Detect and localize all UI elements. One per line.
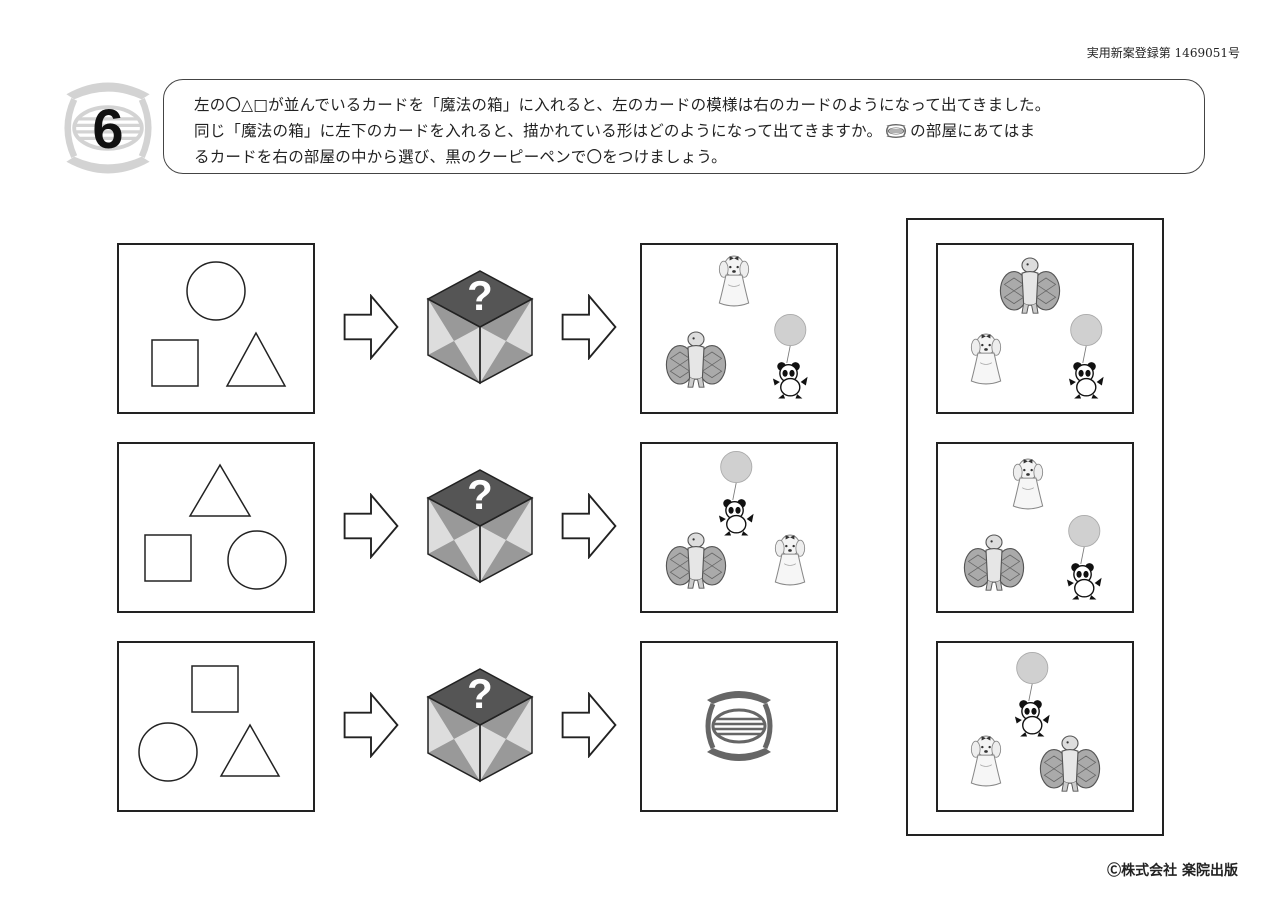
magic-box-mark: ? xyxy=(467,471,493,518)
turtle-icon xyxy=(1039,735,1101,792)
magic-box: ? xyxy=(425,266,535,386)
arrow-right-icon xyxy=(343,493,399,559)
choice-card-1[interactable] xyxy=(936,243,1134,414)
dog-icon xyxy=(970,333,1002,385)
panda-balloon-icon xyxy=(1068,313,1105,400)
output-card-row-3 xyxy=(640,641,838,812)
panda-balloon-icon xyxy=(1014,651,1051,738)
copyright: Ⓒ株式会社 楽院出版 xyxy=(1107,863,1238,879)
instruction-line-2a: 同じ「魔法の箱」に左下のカードを入れると、描かれている形はどのようになって出てき… xyxy=(194,122,883,140)
instruction-line-2: 同じ「魔法の箱」に左下のカードを入れると、描かれている形はどのようになって出てき… xyxy=(194,118,1184,144)
output-card-row-1 xyxy=(640,243,838,414)
panda-balloon-icon xyxy=(772,313,809,400)
instruction-box: 左の〇△□が並んでいるカードを「魔法の箱」に入れると、左のカードの模様は右のカー… xyxy=(163,79,1205,174)
arrow-right-icon xyxy=(561,294,617,360)
square-shape xyxy=(151,339,199,387)
patent-registration: 実用新案登録第 1469051号 xyxy=(1086,46,1240,60)
dog-icon xyxy=(970,735,1002,787)
square-shape xyxy=(144,534,192,582)
choice-card-3[interactable] xyxy=(936,641,1134,812)
arrow-right-icon xyxy=(561,692,617,758)
dog-icon xyxy=(774,534,806,586)
turtle-icon xyxy=(999,257,1061,314)
panda-balloon-icon xyxy=(718,450,755,537)
input-card-row-2 xyxy=(117,442,315,613)
room-symbol-icon xyxy=(707,691,771,761)
choice-card-2[interactable] xyxy=(936,442,1134,613)
triangle-shape xyxy=(225,331,287,387)
circle-shape xyxy=(186,261,246,321)
panda-balloon-icon xyxy=(1066,514,1103,601)
question-number: 6 xyxy=(92,96,124,160)
instruction-line-2b: の部屋にあてはま xyxy=(910,122,1036,140)
turtle-icon xyxy=(963,534,1025,591)
output-card-row-2 xyxy=(640,442,838,613)
magic-box: ? xyxy=(425,664,535,784)
dog-icon xyxy=(1012,458,1044,510)
arrow-right-icon xyxy=(343,294,399,360)
input-card-row-3 xyxy=(117,641,315,812)
question-number-badge: 6 xyxy=(56,76,160,180)
circle-shape xyxy=(138,722,198,782)
input-card-row-1 xyxy=(117,243,315,414)
magic-box-mark: ? xyxy=(467,670,493,717)
triangle-shape xyxy=(188,463,252,517)
square-shape xyxy=(191,665,239,713)
room-symbol-icon xyxy=(884,123,908,139)
turtle-icon xyxy=(665,331,727,388)
instruction-line-3: るカードを右の部屋の中から選び、黒のクーピーペンで〇をつけましょう。 xyxy=(194,148,727,166)
answer-panel xyxy=(906,218,1164,836)
triangle-shape xyxy=(219,723,281,777)
circle-shape xyxy=(227,530,287,590)
turtle-icon xyxy=(665,532,727,589)
magic-box: ? xyxy=(425,465,535,585)
instruction-line-1: 左の〇△□が並んでいるカードを「魔法の箱」に入れると、左のカードの模様は右のカー… xyxy=(194,96,1051,114)
dog-icon xyxy=(718,255,750,307)
magic-box-mark: ? xyxy=(467,272,493,319)
arrow-right-icon xyxy=(561,493,617,559)
arrow-right-icon xyxy=(343,692,399,758)
